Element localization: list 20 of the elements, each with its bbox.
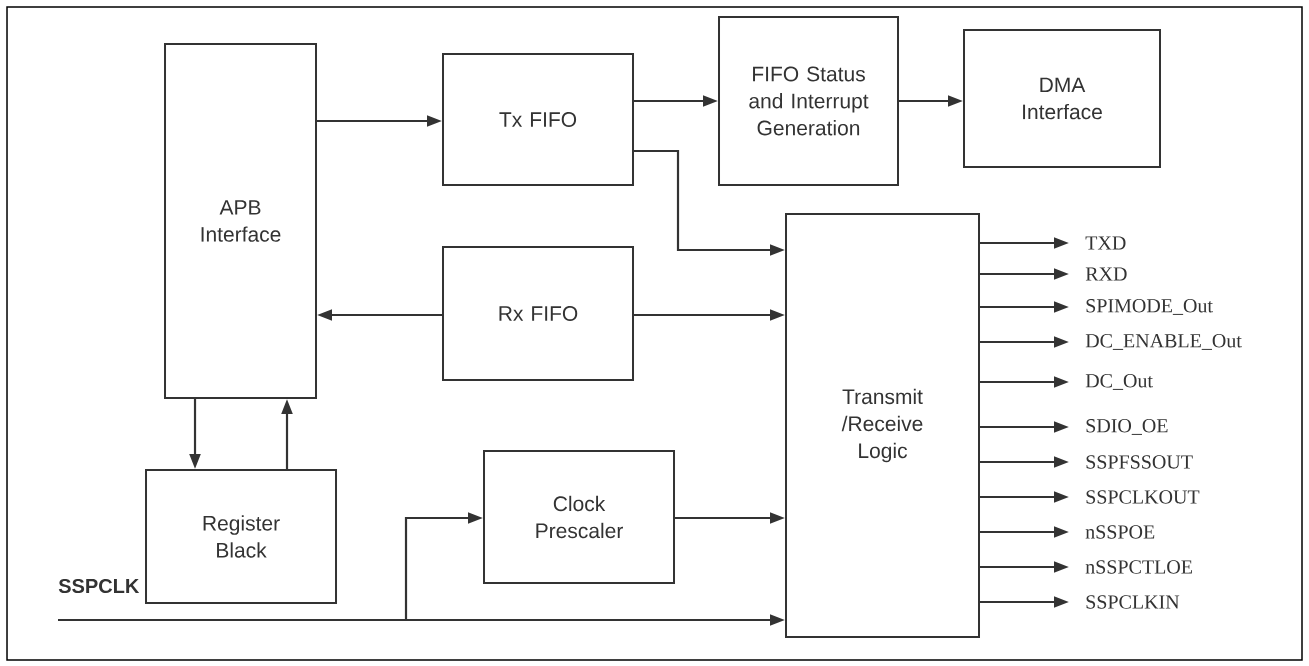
signal-label: DC_ENABLE_Out <box>1085 334 1242 350</box>
block-box: APB Interface <box>164 43 317 399</box>
signal-label: nSSPCTLOE <box>1085 560 1192 574</box>
block-box: Tx FIFO <box>442 53 634 186</box>
block-box: Transmit /Receive Logic <box>785 213 980 638</box>
signal-label: SPIMODE_Out <box>1086 299 1213 315</box>
signal-label: SSPFSSOUT <box>1086 455 1193 469</box>
signal-label: nSSPOE <box>1085 525 1155 539</box>
signal-label: SSPCLK <box>58 578 140 594</box>
signal-label: TXD <box>1085 236 1126 250</box>
signal-label: SSPCLKOUT <box>1086 490 1200 504</box>
signal-label: SSPCLKIN <box>1086 595 1180 609</box>
signal-label: DC_Out <box>1085 374 1153 390</box>
block-box: Register Black <box>145 469 337 604</box>
signal-label: SDIO_OE <box>1086 419 1168 435</box>
signal-label: RXD <box>1085 267 1127 281</box>
block-box: FIFO Status and Interrupt Generation <box>718 16 899 186</box>
block-box: DMA Interface <box>963 29 1161 168</box>
block-box: Rx FIFO <box>442 246 634 381</box>
block-box: Clock Prescaler <box>483 450 675 584</box>
